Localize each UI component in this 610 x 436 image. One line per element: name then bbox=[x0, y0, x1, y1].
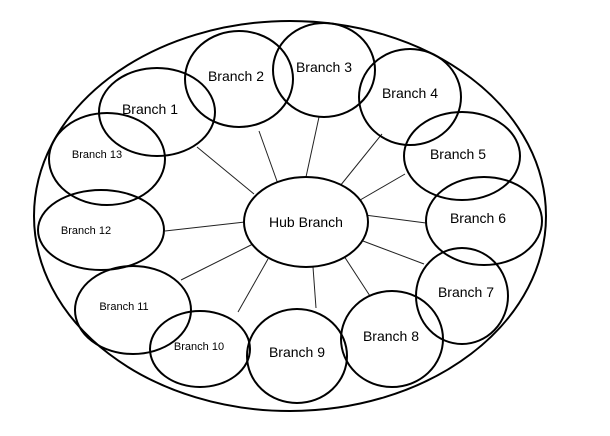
outer-boundary-ellipse bbox=[33, 20, 547, 412]
branch-node-9[interactable]: Branch 9 bbox=[246, 308, 348, 404]
branch-node-1[interactable]: Branch 1 bbox=[98, 67, 216, 157]
branch-ellipse-2 bbox=[184, 30, 294, 128]
branch-node-10[interactable]: Branch 10 bbox=[149, 310, 251, 388]
branch-nodes: Branch 1 Branch 2 Branch 3 Branch 4 Branch 5… bbox=[37, 22, 543, 404]
branch-label-4: Branch 4 bbox=[382, 85, 438, 101]
branch-label-6: Branch 6 bbox=[450, 210, 506, 226]
branch-ellipse-8 bbox=[340, 290, 444, 388]
hub-label: Hub Branch bbox=[269, 214, 343, 230]
spoke-line-4 bbox=[339, 133, 383, 187]
branch-ellipse-10 bbox=[149, 310, 251, 388]
spoke-line-7 bbox=[354, 237, 425, 265]
branch-node-5[interactable]: Branch 5 bbox=[403, 111, 521, 201]
branch-node-13[interactable]: Branch 13 bbox=[48, 112, 166, 206]
branch-label-8: Branch 8 bbox=[363, 328, 419, 344]
branch-ellipse-11 bbox=[74, 265, 192, 355]
spoke-line-1 bbox=[196, 146, 255, 195]
branch-label-1: Branch 1 bbox=[122, 101, 178, 117]
branch-node-8[interactable]: Branch 8 bbox=[340, 290, 444, 388]
branch-ellipse-5 bbox=[403, 111, 521, 201]
branch-label-13: Branch 13 bbox=[72, 149, 122, 161]
branch-node-2[interactable]: Branch 2 bbox=[184, 30, 294, 128]
branch-ellipse-12 bbox=[37, 189, 165, 271]
branch-ellipse-4 bbox=[358, 48, 462, 146]
spoke-line-2 bbox=[258, 130, 279, 185]
spoke-line-12 bbox=[164, 221, 246, 232]
branch-label-10: Branch 10 bbox=[174, 341, 224, 353]
branch-ellipse-13 bbox=[48, 112, 166, 206]
spoke-line-6 bbox=[356, 213, 427, 224]
branch-label-3: Branch 3 bbox=[296, 59, 352, 75]
branch-ellipse-6 bbox=[425, 176, 543, 266]
branch-label-12: Branch 12 bbox=[61, 225, 111, 237]
hub-node[interactable]: Hub Branch bbox=[243, 176, 369, 268]
spoke-line-5 bbox=[354, 173, 406, 204]
spoke-line-10 bbox=[237, 258, 269, 313]
spoke-lines bbox=[164, 116, 427, 313]
branch-node-11[interactable]: Branch 11 bbox=[74, 265, 192, 355]
spoke-line-11 bbox=[180, 243, 254, 281]
branch-node-4[interactable]: Branch 4 bbox=[358, 48, 462, 146]
branch-label-2: Branch 2 bbox=[208, 68, 264, 84]
branch-node-12[interactable]: Branch 12 bbox=[37, 189, 165, 271]
branch-node-6[interactable]: Branch 6 bbox=[425, 176, 543, 266]
spoke-line-9 bbox=[312, 266, 317, 309]
branch-ellipse-9 bbox=[246, 308, 348, 404]
branch-ellipse-1 bbox=[98, 67, 216, 157]
branch-label-7: Branch 7 bbox=[438, 284, 494, 300]
branch-label-11: Branch 11 bbox=[99, 301, 148, 313]
hub-ellipse bbox=[243, 176, 369, 268]
branch-node-3[interactable]: Branch 3 bbox=[272, 22, 376, 118]
spoke-line-3 bbox=[305, 116, 320, 178]
spoke-line-8 bbox=[341, 252, 371, 297]
branch-ellipse-3 bbox=[272, 22, 376, 118]
branch-label-9: Branch 9 bbox=[269, 344, 325, 360]
branch-label-5: Branch 5 bbox=[430, 146, 486, 162]
